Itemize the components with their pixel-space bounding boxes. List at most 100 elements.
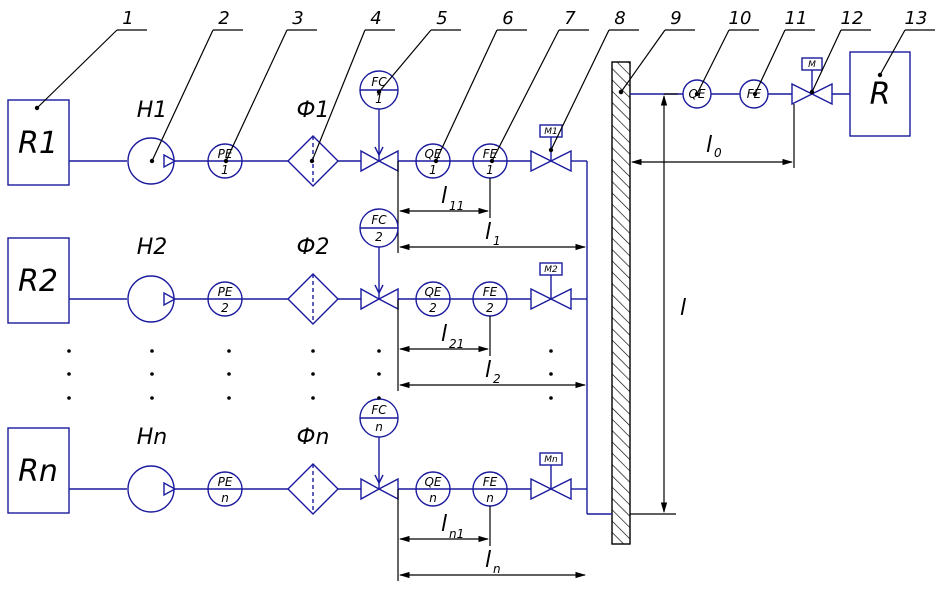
output-motor-label: M xyxy=(808,60,816,70)
leader-2: 2 xyxy=(149,8,243,164)
quality-sensor: QE 2 xyxy=(415,281,451,317)
dim-l-vertical-label: l xyxy=(680,296,686,321)
leader-8: 8 xyxy=(548,8,639,153)
dim-b-sub: 1 xyxy=(493,234,501,248)
qe-index: 2 xyxy=(429,301,437,315)
ellipsis-dots xyxy=(67,349,553,400)
leader-11: 11 xyxy=(752,8,815,97)
dim-b-label: l xyxy=(485,220,491,245)
pump-label: H2 xyxy=(137,235,168,260)
pe-index: 2 xyxy=(221,301,229,315)
qe-index: 1 xyxy=(429,163,437,177)
output-control-valve: M xyxy=(791,57,833,106)
motor-label: M1 xyxy=(544,127,558,137)
motor-valve: Mn xyxy=(530,452,572,501)
dim-a-label: l xyxy=(441,512,447,537)
control-valve: FC n xyxy=(359,398,399,501)
pe-index: 1 xyxy=(221,163,229,177)
pressure-sensor: PE 1 xyxy=(207,143,243,179)
reservoir-label: R1 xyxy=(18,126,58,161)
leader-9: 9 xyxy=(618,8,695,95)
output-line: QE FE M R l 0 l xyxy=(630,51,911,515)
receiver-box: R xyxy=(849,51,911,137)
dim-l0-label: l xyxy=(706,133,712,158)
fe-label: FE xyxy=(483,475,498,489)
fe-index: 2 xyxy=(486,301,494,315)
qe-index: n xyxy=(429,491,437,505)
pressure-sensor: PE 2 xyxy=(207,281,243,317)
fe-index: n xyxy=(486,491,494,505)
leader-number: 8 xyxy=(614,8,625,29)
manifold-riser-line xyxy=(571,160,612,515)
leader-number: 7 xyxy=(564,8,576,29)
dim-l0-sub: 0 xyxy=(714,146,722,160)
motor-label: M2 xyxy=(544,265,558,275)
qe-label: QE xyxy=(424,285,441,299)
filter-label: Ф2 xyxy=(297,235,330,260)
leader-number: 5 xyxy=(436,8,447,29)
receiver-label: R xyxy=(870,77,891,112)
reservoir-box: Rn xyxy=(7,427,70,514)
quality-sensor: QE n xyxy=(415,471,451,507)
leader-number: 2 xyxy=(218,8,229,29)
leader-number: 9 xyxy=(670,8,681,29)
dim-b-label: l xyxy=(485,548,491,573)
filter-symbol xyxy=(287,463,339,515)
pe-label: PE xyxy=(218,285,233,299)
pump-label: Hn xyxy=(137,425,168,450)
control-valve: FC 2 xyxy=(359,208,399,311)
leader-7: 7 xyxy=(489,8,589,164)
dim-a-sub: n1 xyxy=(449,527,464,541)
dim-b-sub: 2 xyxy=(493,372,501,386)
leader-12: 12 xyxy=(809,8,871,95)
leader-number: 13 xyxy=(905,8,928,29)
leader-1: 1 xyxy=(34,8,147,111)
collector-manifold xyxy=(611,61,631,545)
pump-symbol xyxy=(127,137,177,185)
leader-number: 6 xyxy=(502,8,513,29)
leader-number: 12 xyxy=(841,8,864,29)
pe-label: PE xyxy=(218,475,233,489)
pressure-sensor: PEn xyxy=(207,471,243,507)
filter-symbol xyxy=(287,273,339,325)
fe-index: 1 xyxy=(486,163,494,177)
fc-label: FC xyxy=(371,213,387,227)
motor-label: Mn xyxy=(544,455,558,465)
dim-b-label: l xyxy=(485,358,491,383)
qe-label: QE xyxy=(424,475,441,489)
leader-6: 6 xyxy=(433,8,527,164)
motor-valve: M2 xyxy=(530,262,572,311)
fe-label: FE xyxy=(483,285,498,299)
pump-symbol xyxy=(127,465,177,513)
fc-index: n xyxy=(375,420,383,434)
dim-b-sub: n xyxy=(493,562,501,576)
fc-index: 2 xyxy=(375,230,383,244)
fc-label: FC xyxy=(371,403,387,417)
leader-number: 1 xyxy=(122,8,133,29)
filter-label: Фn xyxy=(297,425,330,450)
leader-10: 10 xyxy=(694,8,759,97)
leader-number: 4 xyxy=(370,8,381,29)
dim-a-sub: 21 xyxy=(449,337,464,351)
leader-13: 13 xyxy=(877,8,935,78)
leader-5: 5 xyxy=(376,8,461,95)
reservoir-label: Rn xyxy=(18,454,58,489)
pe-label: PE xyxy=(218,147,233,161)
reservoir-label: R2 xyxy=(18,264,58,299)
fc-index: 1 xyxy=(375,92,383,106)
leader-3: 3 xyxy=(223,8,317,164)
pump-symbol xyxy=(127,275,177,323)
dim-a-sub: 11 xyxy=(449,199,464,213)
dim-a-label: l xyxy=(441,184,447,209)
filter-label: Ф1 xyxy=(297,98,330,123)
flow-sensor: FE 2 xyxy=(472,281,508,317)
